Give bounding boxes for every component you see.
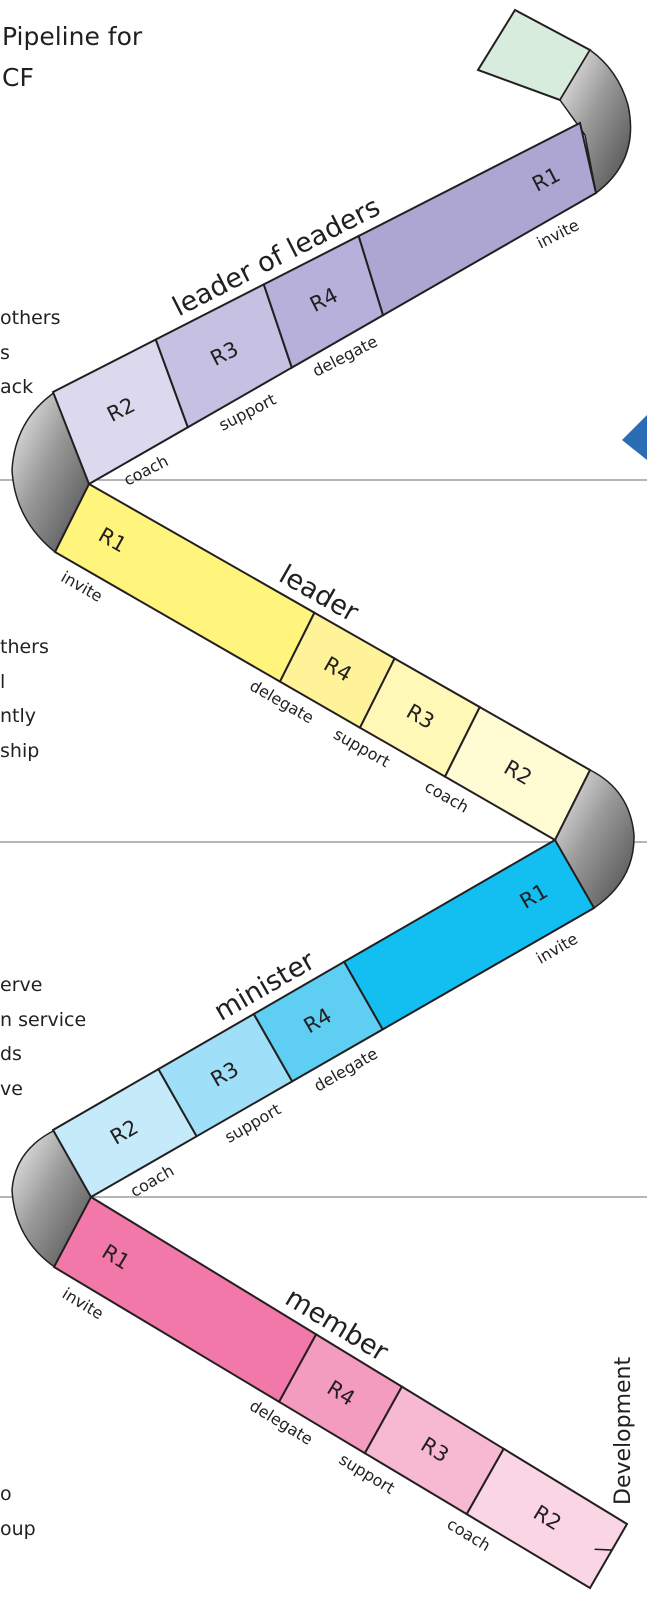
side-text-line: ntly <box>0 705 36 727</box>
side-text-leader-of-leaders: others s ack <box>0 307 61 398</box>
accent-mark <box>622 415 647 460</box>
elbow-cap <box>559 48 632 195</box>
side-text-line: thers <box>0 636 49 658</box>
title-line-2: CF <box>2 63 34 92</box>
side-text-line: ve <box>0 1078 23 1100</box>
right-vertical-label: Development <box>611 1357 636 1505</box>
side-text-line: l <box>0 671 5 693</box>
side-text-line: ack <box>0 376 33 398</box>
title-line-1: Pipeline for <box>2 22 143 51</box>
segment-r1 <box>357 121 598 317</box>
side-text-line: o <box>0 1483 12 1505</box>
pipeline-bands: R2coachR3supportR4delegateR1inviteleader… <box>51 121 629 1590</box>
segment-r2 <box>465 1447 629 1590</box>
side-text-line: ds <box>0 1043 22 1065</box>
level-band-3: R2coachR3supportR4delegateR1inviteminist… <box>51 838 596 1201</box>
side-text-line: n service <box>0 1009 86 1031</box>
side-text-leader: thers l ntly ship <box>0 636 49 762</box>
side-text-line: erve <box>0 974 42 996</box>
side-text-line: others <box>0 307 61 329</box>
level-band-1: R2coachR3supportR4delegateR1inviteleader… <box>51 121 598 490</box>
side-text-line: s <box>0 342 10 364</box>
side-text-line: oup <box>0 1518 36 1540</box>
side-text-line: ship <box>0 740 39 762</box>
side-text-minister: erve n service ds ve <box>0 974 86 1100</box>
segment-r1 <box>342 838 596 1031</box>
side-text-member: o oup <box>0 1483 36 1540</box>
